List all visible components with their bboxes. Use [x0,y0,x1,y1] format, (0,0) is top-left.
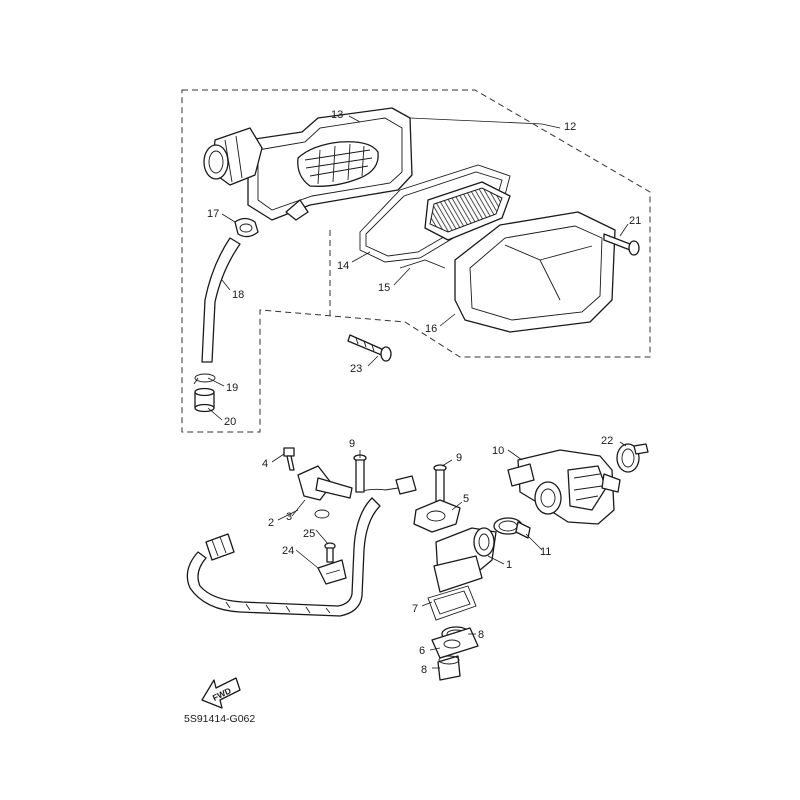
air-cleaner-cap [454,211,616,333]
joint-2-3 [297,465,353,519]
air-filter-element [399,181,511,269]
callout-9-right: 9 [456,452,462,464]
drain-hose [201,237,241,363]
manifold [433,527,497,593]
callout-25: 25 [303,528,315,540]
callout-8-upper: 8 [478,629,484,641]
breather-line [355,475,417,495]
callout-3: 3 [286,511,292,523]
callout-15: 15 [378,282,390,294]
bolt-9-left [353,454,367,493]
callout-7: 7 [412,603,418,615]
callout-21: 21 [629,215,641,227]
plug-20 [194,387,215,413]
clip-19 [193,373,216,385]
callout-17: 17 [207,208,219,220]
fwd-arrow-icon: FWD [201,677,241,709]
bolt-9-right [433,464,447,503]
callout-14: 14 [337,260,349,272]
callout-18: 18 [232,289,244,301]
callout-5: 5 [463,493,469,505]
clamp-11 [493,517,531,539]
callout-9-left: 9 [349,438,355,450]
callout-6: 6 [419,645,425,657]
screw-21 [603,233,640,256]
callouts: 13 12 17 21 14 18 15 16 23 19 20 4 9 9 1… [207,109,641,676]
callout-4: 4 [262,458,268,470]
joint-6 [431,627,479,659]
callout-19: 19 [226,382,238,394]
joint-5 [413,499,461,533]
callout-24: 24 [282,545,294,557]
air-cleaner-case [203,107,413,221]
callout-13: 13 [331,109,343,121]
leader-lines [207,115,629,669]
callout-12: 12 [564,121,576,133]
callout-8-lower: 8 [421,664,427,676]
screw-23 [347,334,392,362]
insulator-7 [427,585,477,621]
clamp-17 [234,217,259,238]
callout-20: 20 [224,416,236,428]
callout-1: 1 [506,559,512,571]
throttle-body [507,449,621,525]
callout-2: 2 [268,517,274,529]
o-ring-8-lower [437,655,461,681]
bolt-4 [283,447,295,471]
callout-10: 10 [492,445,504,457]
vacuum-hose [186,497,381,617]
callout-16: 16 [425,323,437,335]
bolt-25 [324,542,336,563]
assembly-boundary [181,89,651,433]
callout-23: 23 [350,363,362,375]
drawing-code: 5S91414-G062 [184,713,255,725]
clamp-22 [616,443,649,473]
callout-11: 11 [540,546,551,558]
callout-22: 22 [601,435,613,447]
bracket-24 [317,559,347,585]
